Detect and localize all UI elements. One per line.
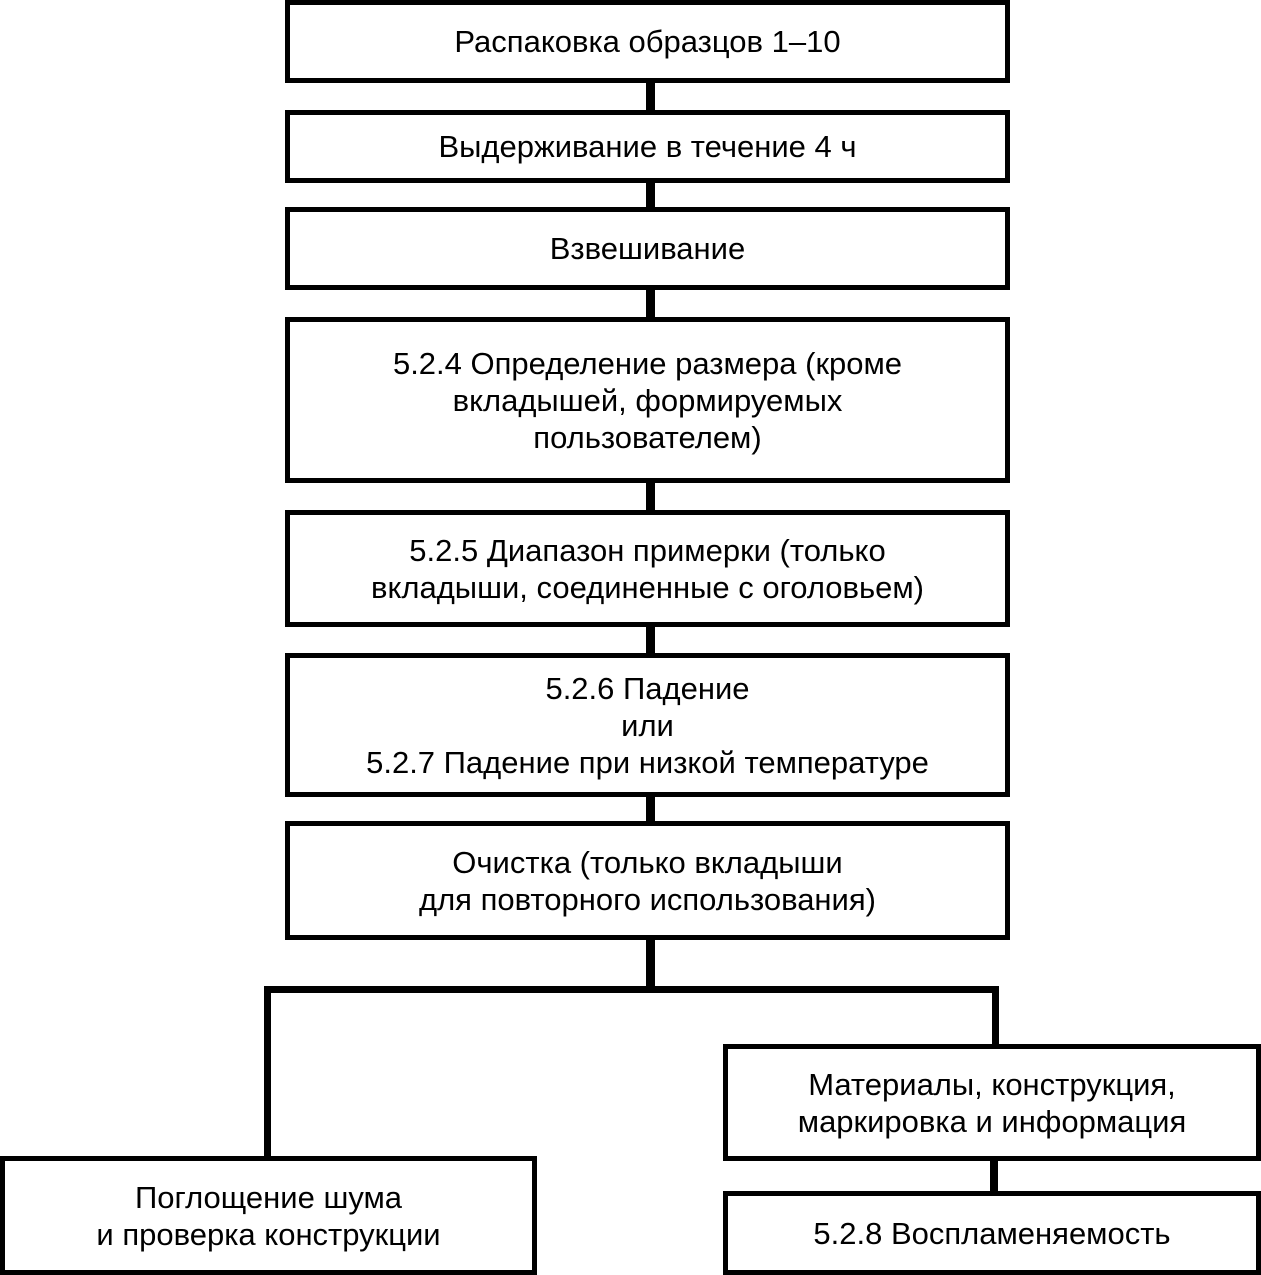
connector-clean-branch <box>646 937 655 991</box>
step-weigh-text: Взвешивание <box>549 231 746 266</box>
step-hold-text: Выдерживание в течение 4 ч <box>438 129 857 164</box>
step-flammability-text: 5.2.8 Воспламеняемость <box>813 1215 1171 1251</box>
step-clean-text-line-1: Очистка (только вкладыши <box>452 844 843 880</box>
connector-weigh-size <box>646 287 655 320</box>
connector-hold-weigh <box>646 180 655 210</box>
step-materials-box: Материалы, конструкция, маркировка и инф… <box>723 1044 1261 1161</box>
connector-drop-clean <box>646 794 655 824</box>
step-size-text-line-1: 5.2.4 Определение размера (кроме <box>392 345 903 381</box>
step-fit-text-line-1: 5.2.5 Диапазон примерки (только <box>409 532 886 568</box>
step-fit-box: 5.2.5 Диапазон примерки (только вкладыши… <box>285 510 1010 627</box>
step-unpack-box: Распаковка образцов 1–10 <box>285 0 1010 83</box>
step-clean-text-line-2: для повторного использования) <box>419 881 876 917</box>
step-drop-text-line-2: или <box>621 707 674 743</box>
step-materials-text-line-2: маркировка и информация <box>797 1103 1187 1139</box>
connector-unpack-hold <box>646 80 655 113</box>
step-noise-text-line-2: и проверка конструкции <box>96 1216 441 1252</box>
connector-size-fit <box>646 480 655 513</box>
step-clean-box: Очистка (только вкладыши для повторного … <box>285 821 1010 940</box>
step-size-box: 5.2.4 Определение размера (кроме вкладыш… <box>285 317 1010 483</box>
step-drop-text-line-3: 5.2.7 Падение при низкой температуре <box>366 744 929 780</box>
step-size-text-line-2: вкладышей, формируемых <box>452 382 843 418</box>
connector-fit-drop <box>646 624 655 656</box>
step-noise-text-line-1: Поглощение шума <box>134 1179 403 1215</box>
step-drop-text-line-1: 5.2.6 Падение <box>545 670 750 706</box>
connector-branch-horizontal <box>264 986 999 993</box>
step-weigh-box: Взвешивание <box>285 207 1010 290</box>
step-drop-box: 5.2.6 Падение или 5.2.7 Падение при низк… <box>285 653 1010 797</box>
step-unpack-text: Распаковка образцов 1–10 <box>454 24 841 59</box>
connector-branch-right <box>992 986 999 1047</box>
step-flammability-box: 5.2.8 Воспламеняемость <box>723 1191 1261 1275</box>
connector-branch-left <box>264 986 271 1159</box>
step-fit-text-line-2: вкладыши, соединенные с оголовьем) <box>371 569 924 605</box>
step-noise-box: Поглощение шума и проверка конструкции <box>0 1156 537 1275</box>
step-materials-text-line-1: Материалы, конструкция, <box>808 1066 1176 1102</box>
connector-materials-flammability <box>990 1158 998 1194</box>
step-size-text-line-3: пользователем) <box>533 419 762 455</box>
step-hold-box: Выдерживание в течение 4 ч <box>285 110 1010 183</box>
